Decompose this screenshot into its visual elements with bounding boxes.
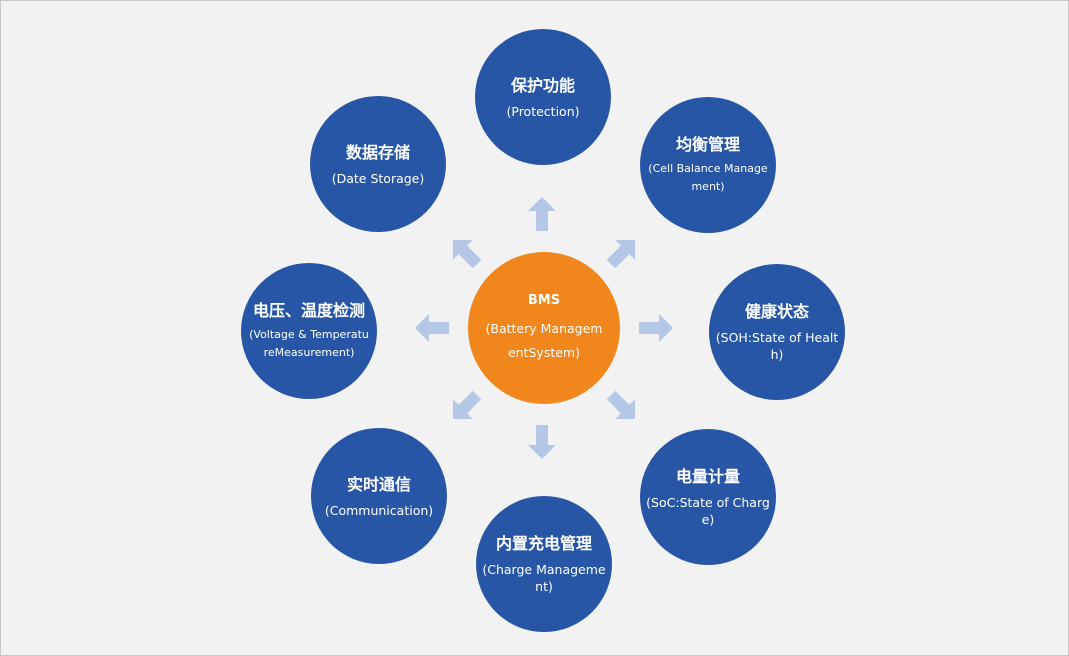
node-subtitle: (SOH:State of Health) [715,330,839,362]
arrow-up [528,197,556,231]
arrow-down-left [452,390,482,420]
node-subtitle: (Charge Management) [482,562,606,594]
node-title: 电压、温度检测 [252,301,365,320]
node-subtitle: (Cell Balance Management) [648,162,768,193]
node-title: 均衡管理 [675,135,740,154]
node-subtitle: (Date Storage) [331,170,425,186]
node-subtitle: (SoC:State of Charge) [646,495,770,527]
arrow-right [639,314,673,342]
node-title: 实时通信 [346,474,411,494]
node-subtitle: (Protection) [506,103,580,119]
node-voltage-temperature: 电压、温度检测 (Voltage & TemperatureMeasuremen… [241,263,377,399]
node-charge-management: 内置充电管理 (Charge Management) [476,496,612,632]
node-communication: 实时通信 (Communication) [311,428,447,564]
bms-center-node: BMS (Battery ManagementSystem) [468,252,620,404]
arrow-up-left [452,239,482,269]
arrow-up-right [606,239,636,269]
node-soh: 健康状态 (SOH:State of Health) [709,264,845,400]
node-soc: 电量计量 (SoC:State of Charge) [640,429,776,565]
node-title: 保护功能 [510,75,575,95]
arrow-down-right [606,390,636,420]
center-title: BMS [527,293,561,308]
node-title: 电量计量 [675,467,740,486]
node-subtitle: (Voltage & TemperatureMeasurement) [249,328,369,359]
node-title: 健康状态 [744,302,809,321]
arrow-down [528,425,556,459]
node-cell-balance: 均衡管理 (Cell Balance Management) [640,97,776,233]
arrow-left [415,314,449,342]
node-title: 数据存储 [345,142,410,162]
node-data-storage: 数据存储 (Date Storage) [310,96,446,232]
node-subtitle: (Communication) [324,502,434,518]
node-protection: 保护功能 (Protection) [475,29,611,165]
center-subtitle: (Battery ManagementSystem) [485,321,603,360]
node-title: 内置充电管理 [495,534,592,553]
